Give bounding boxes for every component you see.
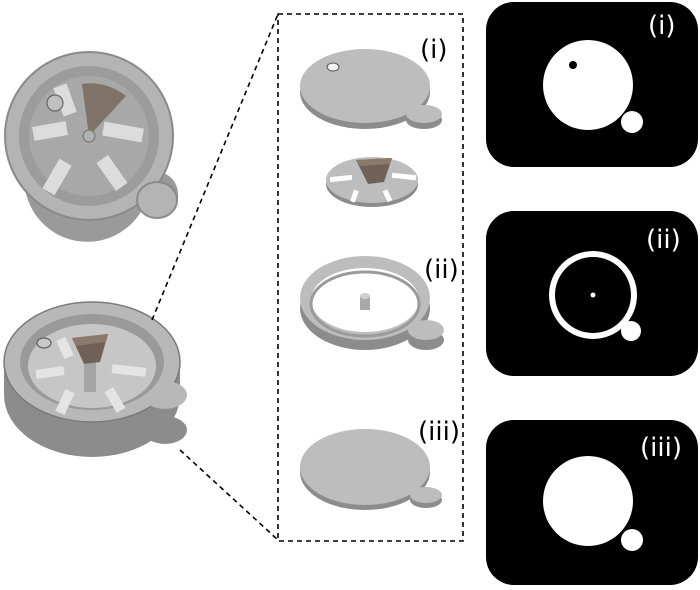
mask-2-label: (ii): [646, 225, 681, 255]
leader-lines: [151, 13, 279, 541]
layer-3-label: (iii): [418, 417, 460, 447]
wedge-disc: [326, 157, 418, 207]
layer-1-lid: [300, 49, 442, 129]
layer-2-ring: [300, 256, 444, 350]
exploded-view-frame: [277, 13, 464, 542]
device-top-view: [4, 51, 179, 242]
mask-3-panel: [486, 420, 698, 585]
mask-1-label: (i): [648, 11, 676, 41]
mask-1-panel: [486, 2, 698, 167]
mask-3-label: (iii): [640, 433, 682, 463]
layer-3-base: [300, 429, 442, 510]
device-isometric-view: [3, 301, 187, 457]
layer-2-label: (ii): [424, 255, 459, 285]
layer-1-label: (i): [420, 35, 448, 65]
mask-2-panel: [486, 211, 698, 376]
